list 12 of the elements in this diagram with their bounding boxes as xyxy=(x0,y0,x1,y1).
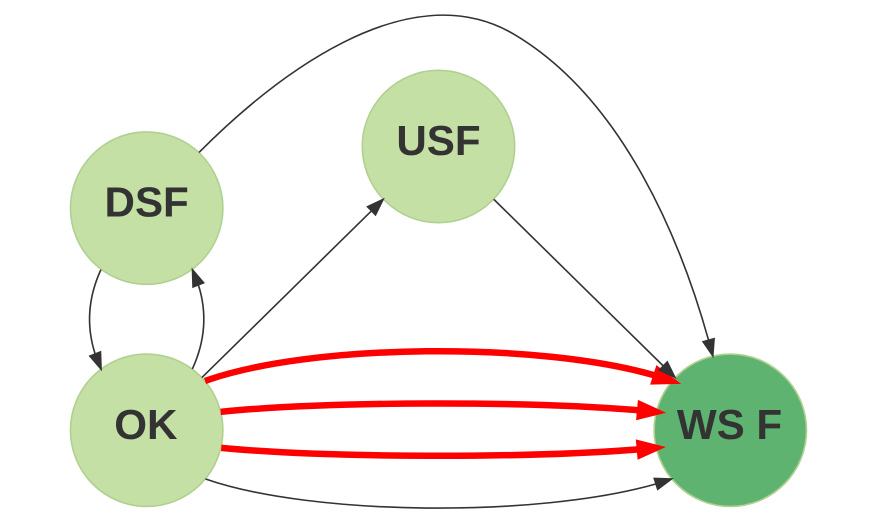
arrow xyxy=(192,267,205,370)
arrow xyxy=(88,269,102,372)
arrow xyxy=(198,15,715,358)
node-circle: USF xyxy=(362,70,516,224)
arrow xyxy=(220,400,666,420)
arrow xyxy=(220,439,666,460)
node-circle: DSF xyxy=(70,131,224,286)
arrow xyxy=(493,198,677,380)
arrow xyxy=(201,198,385,378)
node-circle: OK xyxy=(70,353,224,508)
arrow xyxy=(204,348,682,385)
arrow xyxy=(205,478,674,509)
